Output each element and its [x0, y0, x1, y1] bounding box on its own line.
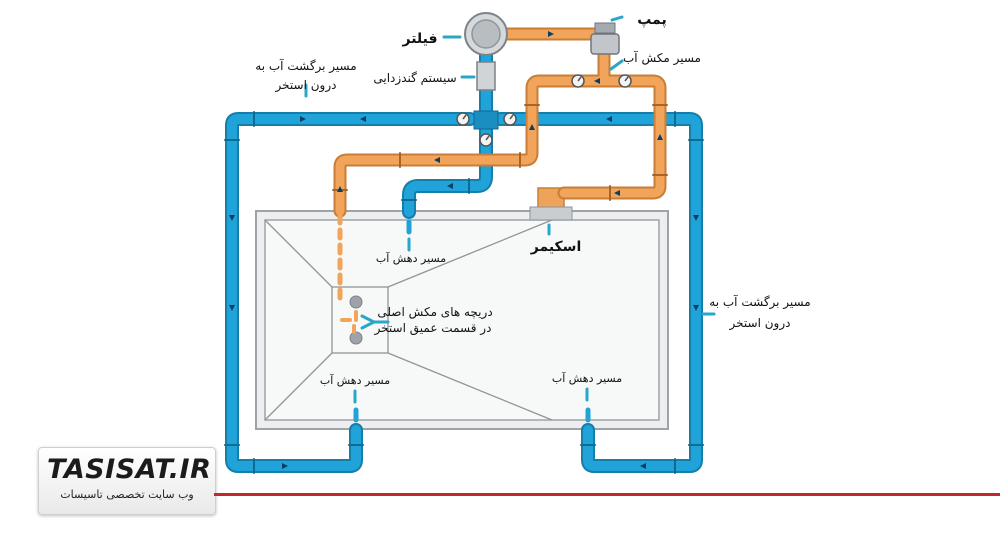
return-left-label: مسیر برگشت آب به درون استخر: [255, 58, 356, 93]
disinfection-label: سیستم گندزدایی: [373, 71, 456, 86]
skimmer-label: اسکیمر: [530, 239, 582, 255]
flow-arrows: [229, 31, 699, 469]
svg-text:مسیر برگشت آب به: مسیر برگشت آب به: [709, 294, 810, 310]
svg-text:دریچه های مکش اصلی: دریچه های مکش اصلی: [377, 305, 492, 320]
logo-main-text: TASISAT.IR: [47, 454, 212, 485]
svg-text:درون استخر: درون استخر: [275, 78, 337, 93]
blue-return-pipes: [224, 48, 704, 474]
valve-manifold: [473, 110, 499, 130]
pool: [255, 187, 669, 430]
tasisat-logo: TASISAT.IR وب سایت تخصصی تاسیسات: [38, 447, 216, 515]
pool-floor-lines: [264, 219, 553, 421]
bottom-divider: [214, 493, 1000, 496]
pressure-gauges: [456, 74, 632, 147]
suction-line-label: مسیر مکش آب: [623, 50, 701, 66]
disinfection-unit: [476, 61, 496, 91]
leader-lines: [304, 15, 716, 404]
pump-unit: [590, 22, 620, 55]
inlet-top-label: مسیر دهش آب: [376, 251, 446, 265]
inlet-bottom-right-label: مسیر دهش آب: [552, 371, 622, 385]
skimmer-box: [529, 187, 573, 221]
return-right-label: مسیر برگشت آب به درون استخر: [709, 294, 810, 331]
logo-subtitle: وب سایت تخصصی تاسیسات: [60, 488, 194, 501]
inlet-bottom-left-label: مسیر دهش آب: [320, 373, 390, 387]
svg-text:مسیر برگشت آب به: مسیر برگشت آب به: [255, 58, 356, 74]
svg-text:درون استخر: درون استخر: [729, 316, 791, 331]
diagram-labels: پمپ فیلتر مسیر مکش آب سیستم گندزدایی مسی…: [255, 12, 810, 387]
filter-unit: [464, 12, 508, 56]
main-drains: [340, 295, 363, 345]
pump-label: پمپ: [637, 12, 666, 28]
main-drain-label: دریچه های مکش اصلی در قسمت عمیق استخر: [374, 305, 493, 336]
filter-label: فیلتر: [401, 31, 437, 47]
svg-text:در قسمت عمیق استخر: در قسمت عمیق استخر: [374, 321, 492, 336]
